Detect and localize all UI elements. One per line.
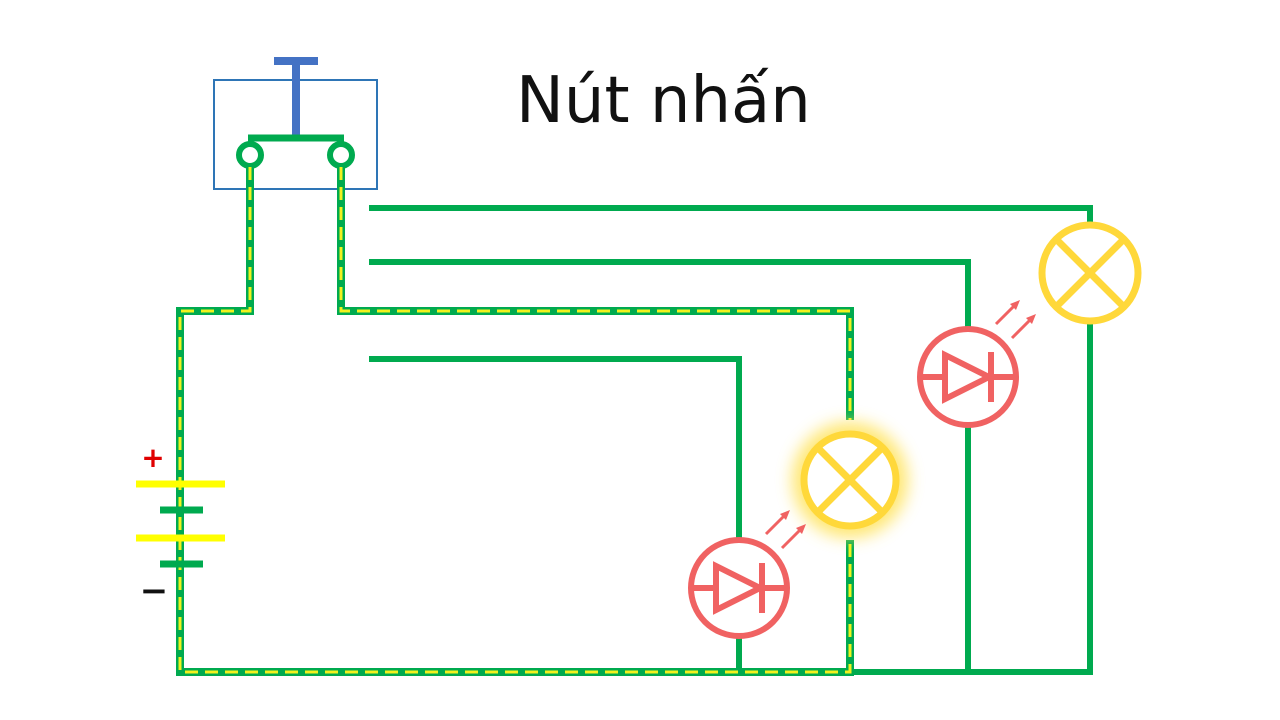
led-right-ray-2-head	[1026, 314, 1036, 324]
battery-plus-label: +	[141, 441, 164, 474]
push-button-switch[interactable]	[213, 57, 378, 190]
led-middle	[688, 510, 806, 639]
active-wire-right	[337, 167, 854, 420]
lamp-middle-lit	[792, 422, 908, 538]
led-middle-ray-2-head	[796, 524, 806, 534]
active-current-path	[176, 167, 854, 676]
lamp-right-cross-2	[1053, 236, 1127, 310]
battery: + −	[136, 441, 225, 611]
current-flow-right	[339, 167, 852, 420]
wire-low-to-middle-led	[369, 356, 742, 672]
led-right-diode-triangle	[942, 350, 996, 404]
led-right-ray-1-head	[1010, 300, 1020, 310]
led-middle-ray-1-head	[780, 510, 790, 520]
diagram-title: Nút nhấn	[516, 64, 811, 138]
lamp-right	[1038, 221, 1142, 325]
switch-terminal-left	[236, 141, 264, 169]
wire-mid-to-right-led	[369, 259, 971, 672]
switch-terminal-right	[327, 141, 355, 169]
led-right	[917, 300, 1036, 428]
led-middle-diode-triangle	[713, 561, 767, 615]
lamp-middle-cross-2	[814, 444, 886, 516]
current-flow-left	[178, 167, 852, 674]
battery-minus-label: −	[140, 571, 169, 611]
